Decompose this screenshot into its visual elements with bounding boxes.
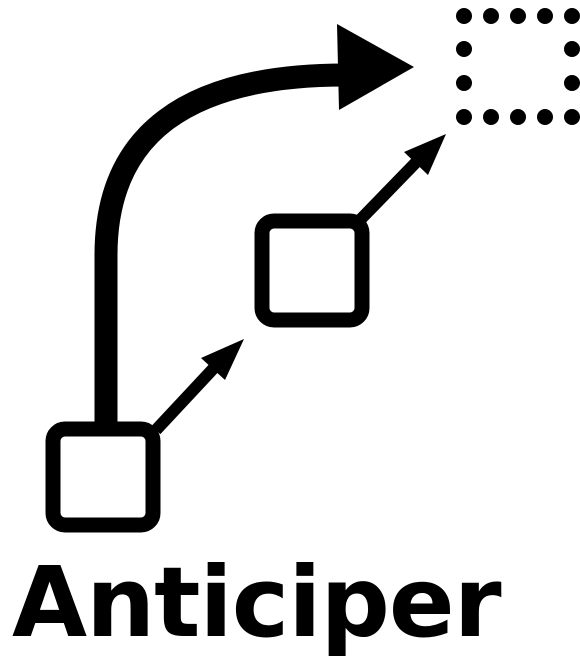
lower-diagonal-arrow-icon	[151, 339, 244, 435]
start-square-icon	[45, 421, 161, 533]
target-dotted-square-icon	[456, 8, 580, 125]
curved-arrow-head-icon	[337, 24, 414, 110]
middle-square-icon	[254, 213, 370, 328]
upper-diagonal-arrow-icon	[355, 134, 446, 225]
curved-arrow-icon	[94, 63, 346, 430]
pictogram-caption: Anticiper	[12, 546, 502, 659]
